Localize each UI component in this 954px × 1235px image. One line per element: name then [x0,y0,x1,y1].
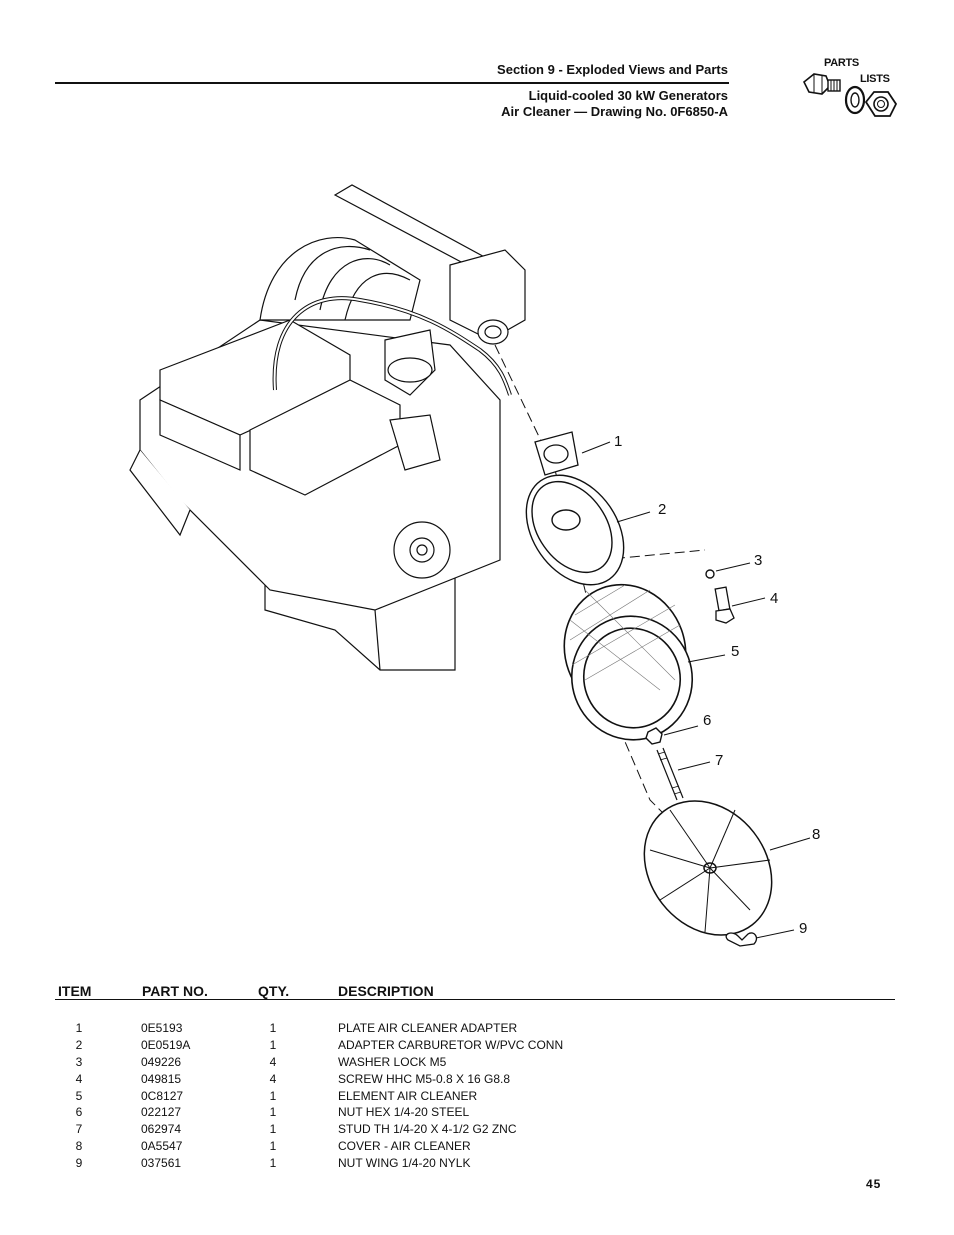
cell-part-no: 0A5547 [141,1139,183,1154]
cell-item: 3 [75,1054,83,1069]
callout-9: 9 [799,920,808,937]
cell-qty: 1 [269,1088,277,1103]
callout-8: 8 [812,826,821,843]
header-part-no: PART NO. [142,983,208,999]
parts-table-header: ITEM PART NO. QTY. DESCRIPTION [55,983,895,1000]
table-row: 5 0C8127 1 ELEMENT AIR CLEANER [55,1088,895,1105]
table-row: 1 0E5193 1 PLATE AIR CLEANER ADAPTER [55,1020,895,1037]
cell-part-no: 0E0519A [141,1037,191,1052]
parts-table: ITEM PART NO. QTY. DESCRIPTION 1 0E5193 … [55,983,895,1172]
cell-description: ADAPTER CARBURETOR W/PVC CONN [338,1037,564,1052]
cell-item: 9 [75,1156,83,1171]
cell-part-no: 022127 [141,1105,182,1120]
table-row: 6 022127 1 NUT HEX 1/4-20 STEEL [55,1104,895,1121]
cell-part-no: 049815 [141,1071,182,1086]
cell-part-no: 037561 [141,1156,182,1171]
page-header: Section 9 - Exploded Views and Parts Liq… [0,0,954,130]
header-rule [55,82,729,84]
header-qty: QTY. [258,983,290,999]
cell-item: 4 [75,1071,83,1086]
cell-part-no: 049226 [141,1054,182,1069]
cell-item: 8 [75,1139,83,1154]
cell-part-no: 062974 [141,1122,182,1137]
drawing-subtitle: Liquid-cooled 30 kW Generators Air Clean… [501,88,728,120]
cell-description: NUT WING 1/4-20 NYLK [338,1156,471,1171]
callout-4: 4 [770,590,779,607]
table-row: 9 037561 1 NUT WING 1/4-20 NYLK [55,1155,895,1172]
callout-2: 2 [658,501,667,518]
cell-item: 2 [75,1037,83,1052]
badge-text-lists: LISTS [860,73,890,85]
subtitle-line-1: Liquid-cooled 30 kW Generators [528,88,728,103]
section-title: Section 9 - Exploded Views and Parts [497,62,728,77]
cell-description: ELEMENT AIR CLEANER [338,1088,478,1103]
cell-item: 1 [75,1021,83,1035]
table-row: 8 0A5547 1 COVER - AIR CLEANER [55,1138,895,1155]
callout-6: 6 [703,712,712,729]
cell-item: 6 [75,1105,83,1120]
cell-qty: 1 [269,1105,277,1120]
exploded-view-drawing: 1 2 3 4 5 6 7 8 9 [120,170,840,960]
badge-text-parts: PARTS [824,57,859,69]
cell-part-no: 0E5193 [141,1021,183,1035]
cell-qty: 4 [269,1071,277,1086]
callout-5: 5 [731,643,740,660]
table-row: 7 062974 1 STUD TH 1/4-20 X 4-1/2 G2 ZNC [55,1121,895,1138]
header-item: ITEM [58,983,92,999]
cell-item: 7 [75,1122,83,1137]
cell-qty: 1 [269,1139,277,1154]
cell-qty: 1 [269,1122,277,1137]
callout-3: 3 [754,552,763,569]
cell-qty: 1 [269,1021,277,1035]
cell-description: PLATE AIR CLEANER ADAPTER [338,1021,518,1035]
cell-description: WASHER LOCK M5 [338,1054,447,1069]
page-number: 45 [866,1177,882,1191]
table-row: 3 049226 4 WASHER LOCK M5 [55,1054,895,1071]
cell-qty: 1 [269,1037,277,1052]
parts-lists-icon [802,73,898,117]
subtitle-line-2: Air Cleaner — Drawing No. 0F6850-A [501,104,728,119]
header-description: DESCRIPTION [338,983,434,999]
table-row: 4 049815 4 SCREW HHC M5-0.8 X 16 G8.8 [55,1071,895,1088]
parts-table-body: 1 0E5193 1 PLATE AIR CLEANER ADAPTER 2 0… [55,1020,895,1172]
air-cleaner-exploded-illustration [129,184,811,947]
cell-description: COVER - AIR CLEANER [338,1139,471,1154]
cell-description: NUT HEX 1/4-20 STEEL [338,1105,470,1120]
cell-qty: 1 [269,1156,277,1171]
cell-qty: 4 [269,1054,277,1069]
callout-1: 1 [614,433,623,450]
cell-description: STUD TH 1/4-20 X 4-1/2 G2 ZNC [338,1122,517,1137]
cell-description: SCREW HHC M5-0.8 X 16 G8.8 [338,1071,511,1086]
table-row: 2 0E0519A 1 ADAPTER CARBURETOR W/PVC CON… [55,1037,895,1054]
cell-item: 5 [75,1088,83,1103]
callout-7: 7 [715,752,724,769]
cell-part-no: 0C8127 [141,1088,184,1103]
